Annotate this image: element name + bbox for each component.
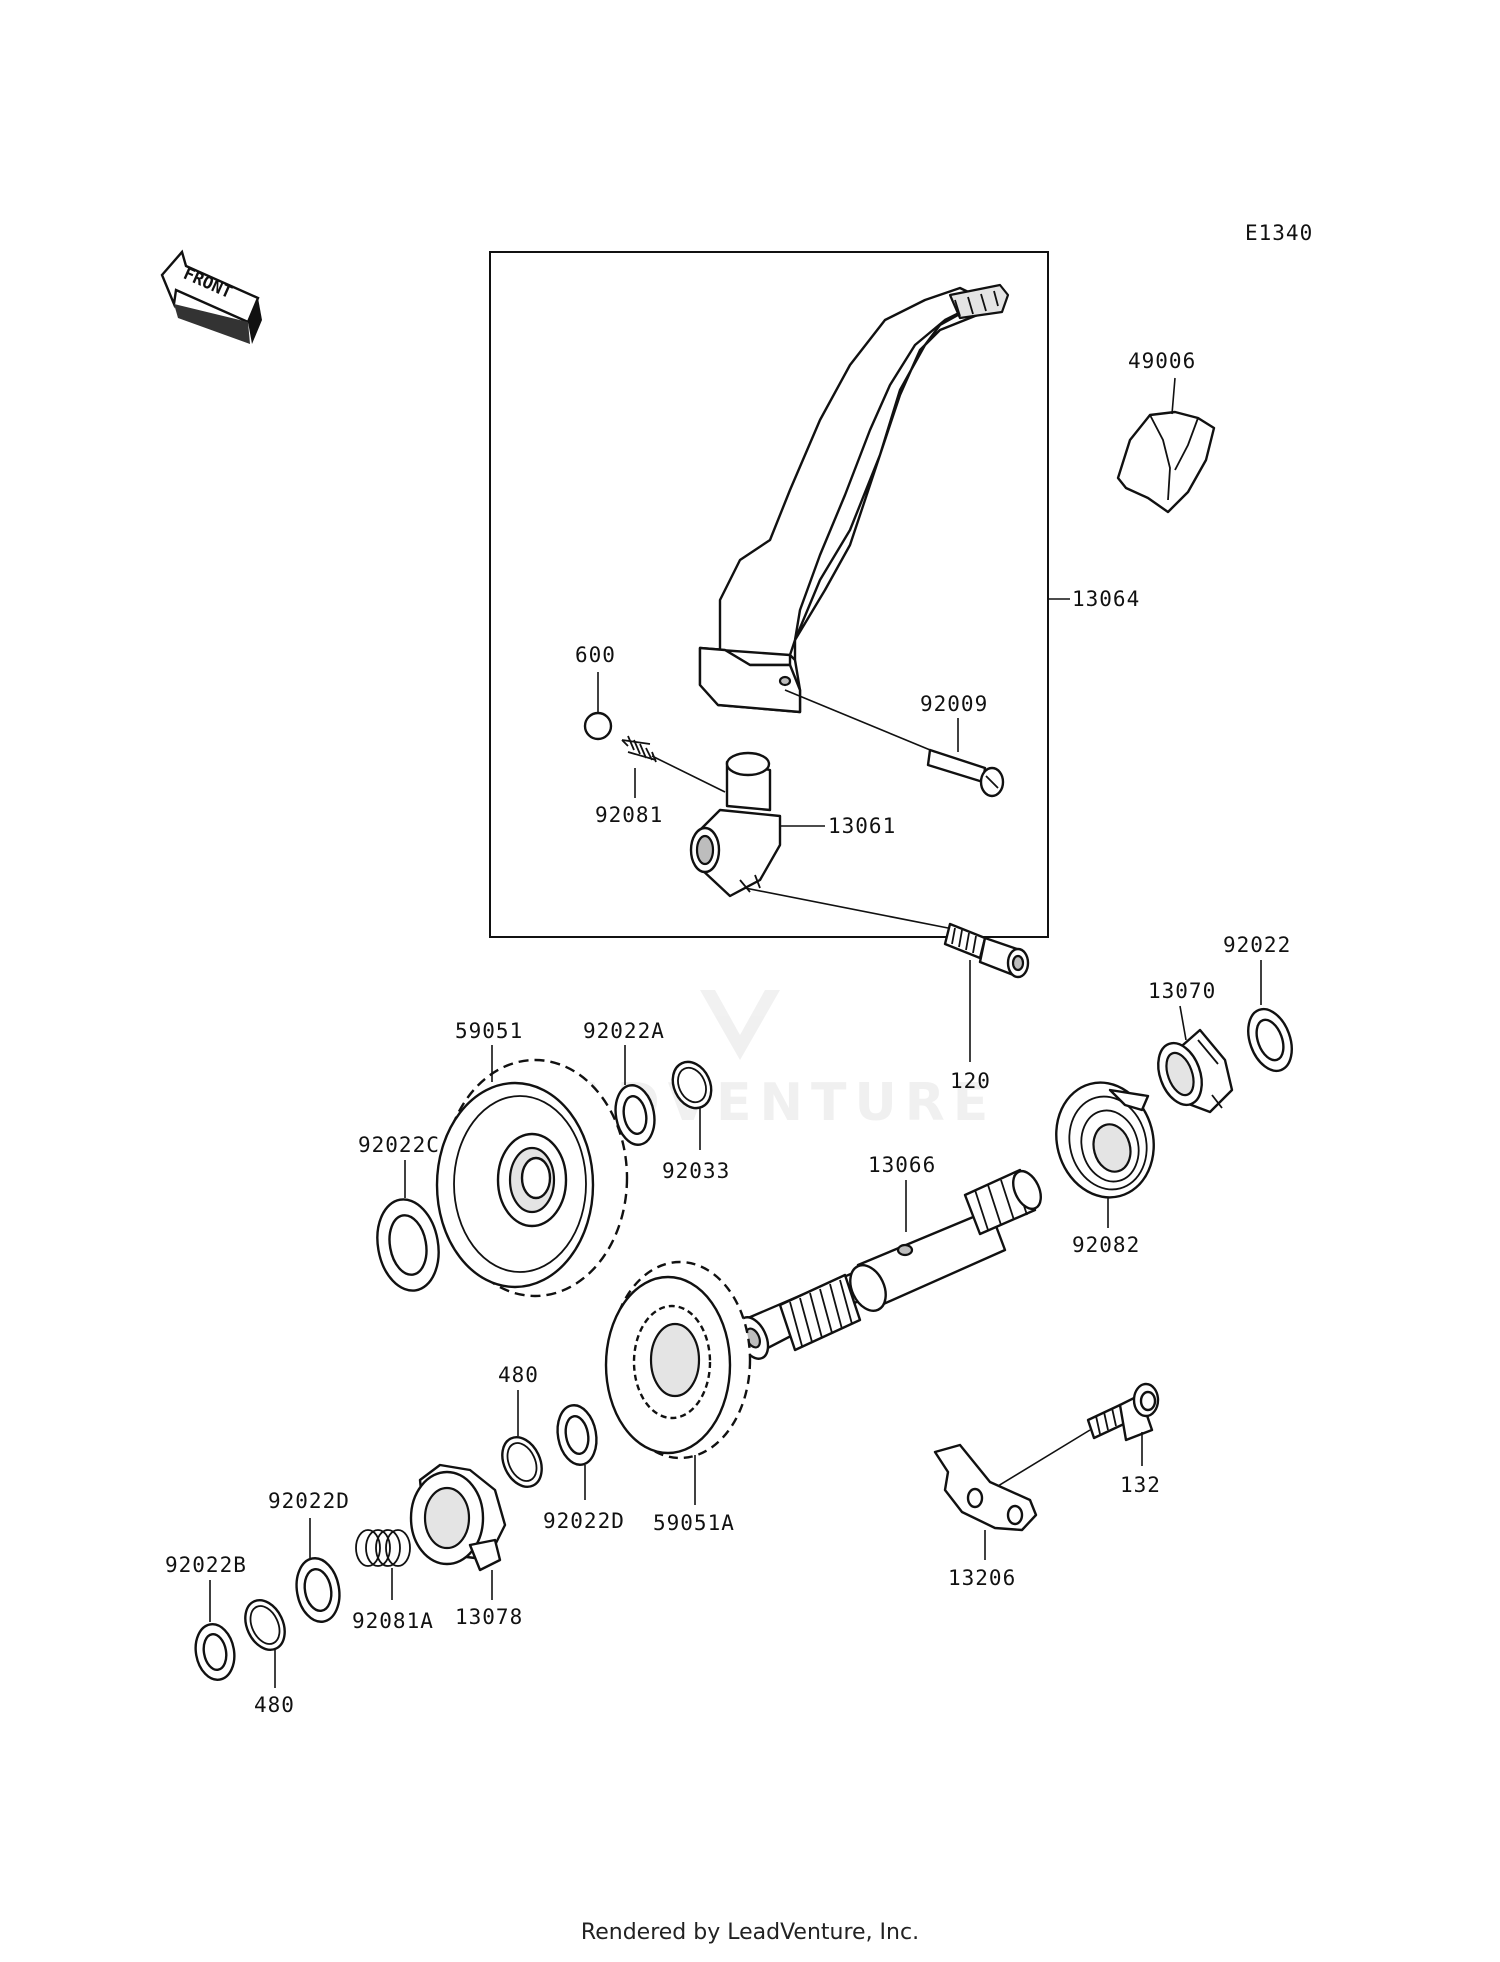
label-49006: 49006 — [1128, 349, 1196, 373]
label-480-upper: 480 — [498, 1363, 539, 1387]
diagram-code: E1340 — [1245, 221, 1313, 245]
bolt-132 — [1086, 1382, 1160, 1442]
washer-92022A — [614, 1084, 656, 1146]
label-13070: 13070 — [1148, 979, 1216, 1003]
label-92022D-left: 92022D — [268, 1489, 350, 1513]
plate-13206 — [933, 1443, 1038, 1532]
spring-92081 — [621, 735, 657, 763]
label-92081: 92081 — [595, 803, 663, 827]
washer-92022B — [194, 1623, 236, 1681]
label-132: 132 — [1120, 1473, 1161, 1497]
kick-pedal-lever — [698, 283, 1010, 714]
bolt-120 — [943, 922, 1030, 979]
ratchet-13078 — [409, 1463, 507, 1572]
front-arrow-icon: FRONT — [160, 249, 262, 344]
label-92022C: 92022C — [358, 1133, 440, 1157]
circlip-480-upper — [501, 1436, 543, 1488]
label-92009: 92009 — [920, 692, 988, 716]
label-92081A: 92081A — [352, 1609, 434, 1633]
washer-92022D-right — [556, 1404, 598, 1466]
label-92022B: 92022B — [165, 1553, 247, 1577]
washer-92022 — [1247, 1007, 1293, 1073]
kick-pedal-shaft-13061 — [689, 751, 782, 898]
circlip-92033 — [671, 1060, 713, 1110]
label-13078: 13078 — [455, 1605, 523, 1629]
pedal-cover — [1116, 410, 1216, 514]
label-120: 120 — [950, 1069, 991, 1093]
label-13064: 13064 — [1072, 587, 1140, 611]
spring-92081A — [355, 1529, 411, 1567]
bolt-92009 — [926, 748, 1005, 798]
gear-59051 — [435, 1058, 629, 1298]
kick-pedal-assembly-box — [489, 251, 1049, 938]
washer-92022C — [376, 1198, 440, 1292]
label-92033: 92033 — [662, 1159, 730, 1183]
circlip-480-lower — [244, 1599, 286, 1651]
label-59051A: 59051A — [653, 1511, 735, 1535]
footer-credit: Rendered by LeadVenture, Inc. — [580, 1920, 920, 1945]
label-92082: 92082 — [1072, 1233, 1140, 1257]
label-59051: 59051 — [455, 1019, 523, 1043]
kick-spring-92082 — [1055, 1081, 1155, 1199]
label-600: 600 — [575, 643, 616, 667]
label-13061: 13061 — [828, 814, 896, 838]
label-92022D-right: 92022D — [543, 1509, 625, 1533]
ball-600 — [583, 711, 613, 741]
kick-shaft-13066 — [736, 1168, 1042, 1360]
label-480-lower: 480 — [254, 1693, 295, 1717]
label-92022A: 92022A — [583, 1019, 665, 1043]
gear-59051A — [604, 1260, 752, 1460]
label-13206: 13206 — [948, 1566, 1016, 1590]
spring-guide-13070 — [1157, 1028, 1234, 1114]
label-92022: 92022 — [1223, 933, 1291, 957]
washer-92022D-left — [295, 1557, 341, 1623]
label-13066: 13066 — [868, 1153, 936, 1177]
